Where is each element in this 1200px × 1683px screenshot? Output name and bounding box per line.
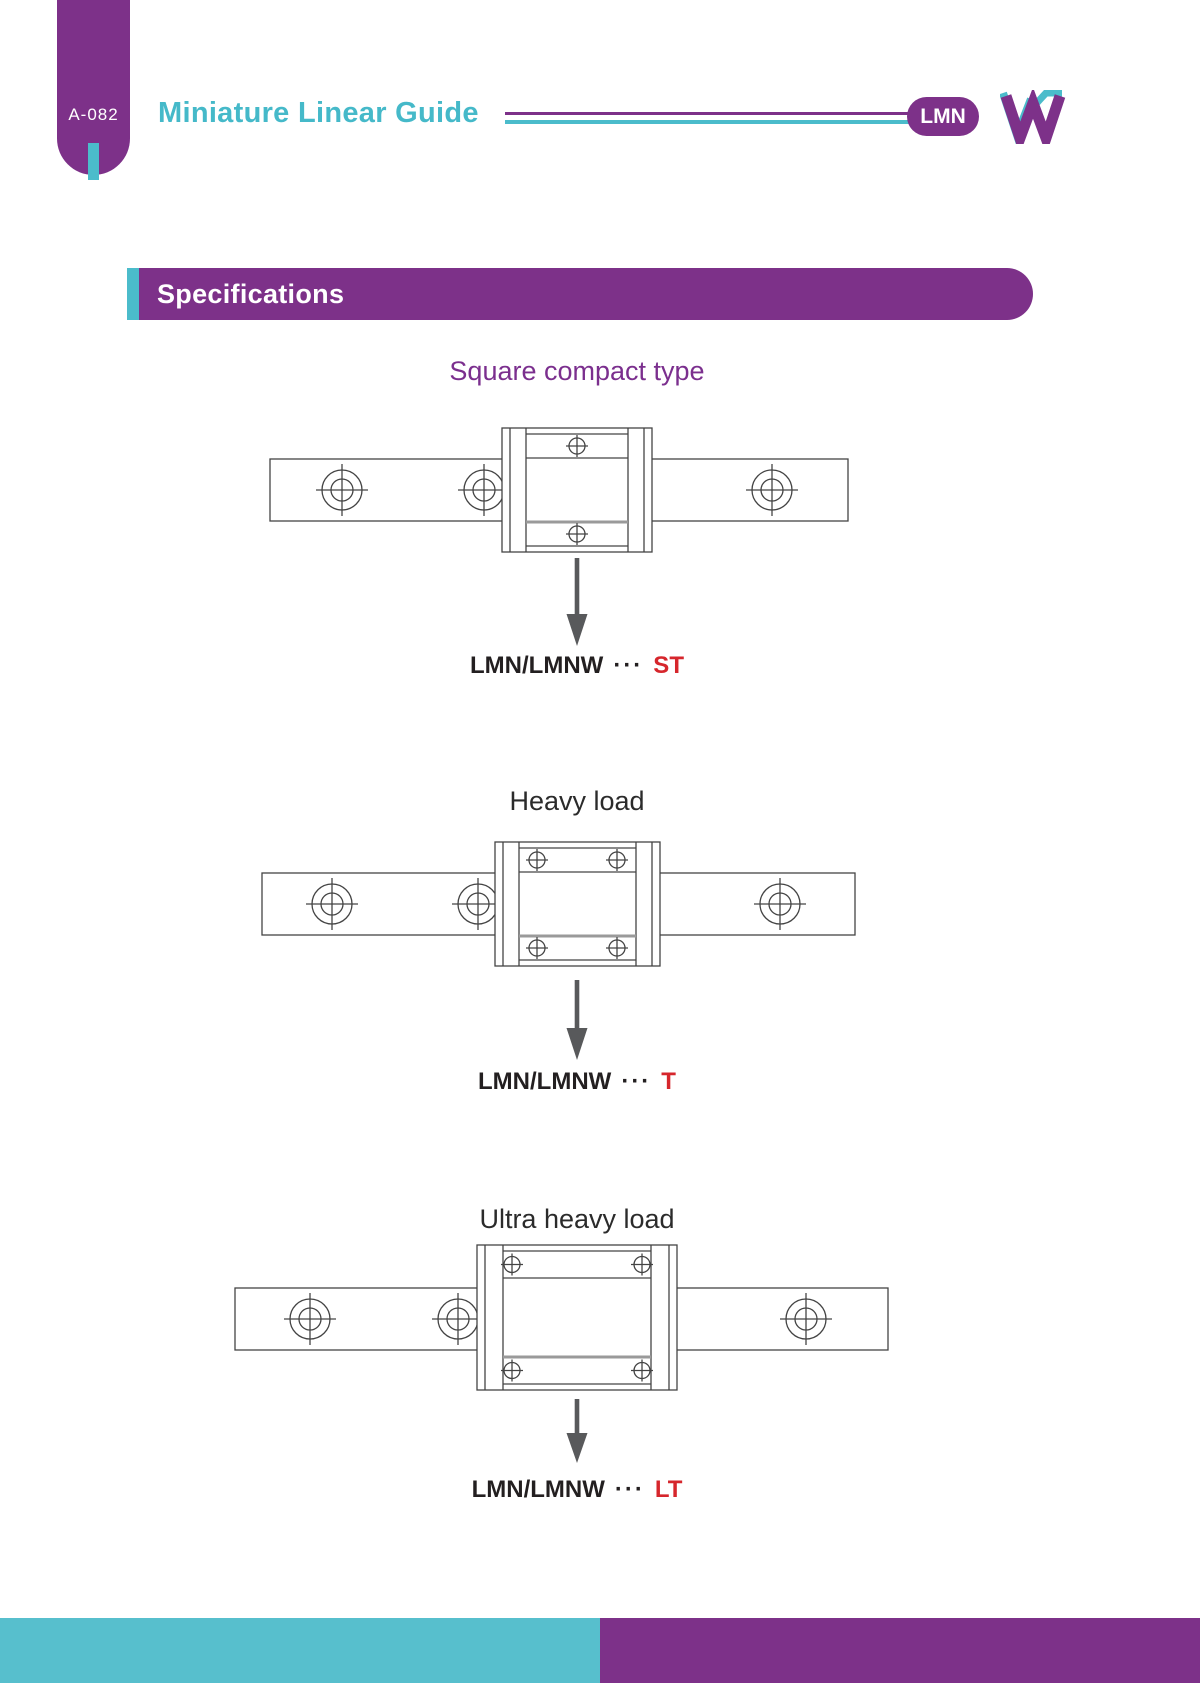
header-rule-teal [505, 120, 909, 124]
diagram-title-square-compact: Square compact type [449, 356, 705, 386]
diagram-title-heavy-load: Heavy load [509, 786, 645, 816]
diagram-title-ultra-heavy-load: Ultra heavy load [479, 1204, 675, 1234]
linear-guide-drawing-lt [234, 1244, 889, 1391]
model-label-st: LMN/LMNW ··· ST [470, 652, 684, 680]
carriage-block [494, 841, 661, 967]
model-dots: ··· [613, 652, 644, 679]
linear-guide-drawing-st [269, 427, 849, 553]
model-prefix: LMN/LMNW [470, 652, 604, 679]
w-logo-purple-stroke [1000, 90, 1066, 144]
footer-purple-band [600, 1618, 1200, 1683]
model-dots: ··· [621, 1068, 652, 1095]
section-tick-bar [127, 268, 139, 320]
model-label-lt: LMN/LMNW ··· LT [472, 1476, 683, 1504]
carriage-block [476, 1244, 678, 1391]
model-suffix: LT [654, 1476, 683, 1503]
page-code: A-082 [68, 105, 119, 124]
header-rule-purple [505, 112, 909, 115]
page-title: Miniature Linear Guide [158, 97, 479, 129]
model-prefix: LMN/LMNW [471, 1476, 605, 1503]
model-prefix: LMN/LMNW [478, 1068, 612, 1095]
w-logo-icon [1000, 90, 1066, 144]
down-arrow-icon [566, 980, 588, 1060]
tab-tick-bar [88, 143, 99, 180]
model-label-t: LMN/LMNW ··· T [478, 1068, 676, 1096]
down-arrow-icon [566, 1399, 588, 1463]
footer-teal-band [0, 1618, 600, 1683]
section-banner: Specifications [139, 268, 1033, 320]
model-dots: ··· [614, 1476, 645, 1503]
linear-guide-drawing-t [261, 841, 856, 967]
down-arrow-icon [566, 558, 588, 646]
series-badge: LMN [907, 97, 979, 136]
section-title: Specifications [157, 278, 345, 309]
model-suffix: ST [653, 652, 684, 679]
model-suffix: T [661, 1068, 676, 1095]
